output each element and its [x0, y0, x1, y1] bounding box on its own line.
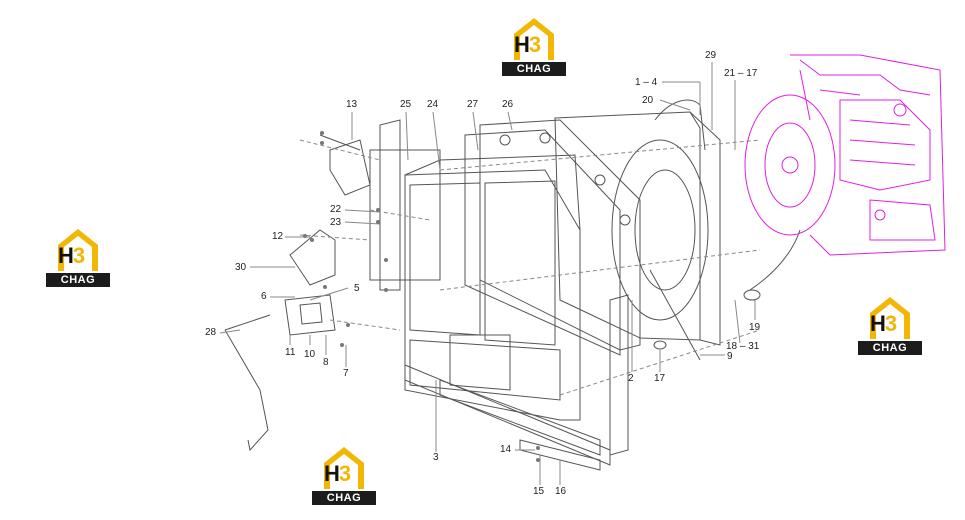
logo-text: CHAG	[502, 62, 566, 76]
brand-logo-left: H3 CHAG	[46, 225, 110, 287]
logo-text: CHAG	[312, 491, 376, 505]
logo-mark-h: H	[514, 32, 530, 57]
support-post	[609, 294, 629, 456]
base-rail	[404, 364, 611, 471]
logo-mark-3: 3	[528, 32, 541, 57]
callout-1-4: 1 – 4	[635, 77, 658, 88]
callout-8: 8	[323, 357, 329, 368]
callout-17: 17	[654, 373, 666, 384]
callout-30: 30	[235, 262, 247, 273]
seal-frame	[464, 129, 621, 356]
leader-lines	[219, 62, 756, 485]
callout-5: 5	[354, 283, 360, 294]
callout-7: 7	[343, 368, 349, 379]
mounting-bracket-30	[289, 229, 336, 286]
mounting-bracket-13	[319, 134, 371, 196]
callout-19: 19	[749, 322, 761, 333]
fan-shroud	[554, 111, 721, 346]
callout-16: 16	[555, 486, 567, 497]
callout-15: 15	[533, 486, 545, 497]
house-icon	[870, 297, 910, 339]
brand-logo-right: H3 CHAG	[858, 293, 922, 355]
logo-text: CHAG	[46, 273, 110, 287]
logo-mark-3: 3	[338, 461, 351, 486]
upper-hose	[654, 99, 706, 151]
callout-13: 13	[346, 99, 358, 110]
callout-14: 14	[500, 444, 512, 455]
callout-20: 20	[642, 95, 654, 106]
callout-24: 24	[427, 99, 439, 110]
callout-10: 10	[304, 349, 316, 360]
callout-2: 2	[628, 373, 634, 384]
logo-mark-h: H	[324, 461, 340, 486]
logo-text: CHAG	[858, 341, 922, 355]
bracket-assembly	[284, 294, 336, 336]
top-tank	[379, 119, 401, 291]
house-icon	[324, 447, 364, 489]
callout-23: 23	[330, 217, 342, 228]
bolts	[303, 131, 540, 462]
callout-3: 3	[433, 452, 439, 463]
callout-11: 11	[285, 347, 296, 358]
callout-25: 25	[400, 99, 412, 110]
callout-27: 27	[467, 99, 479, 110]
logo-mark-h: H	[58, 243, 74, 268]
callout-12: 12	[272, 231, 284, 242]
logo-mark-h: H	[870, 311, 886, 336]
callout-6: 6	[261, 291, 267, 302]
callout-18-31: 18 – 31	[726, 341, 760, 352]
callout-22: 22	[330, 204, 342, 215]
brand-logo-bottom: H3 CHAG	[312, 443, 376, 505]
lower-hose	[743, 229, 801, 301]
brand-logo-top: H3 CHAG	[502, 14, 566, 76]
house-icon	[514, 18, 554, 60]
side-plate	[369, 149, 441, 281]
callout-21-17: 21 – 17	[724, 68, 758, 79]
callout-28: 28	[205, 327, 217, 338]
logo-mark-3: 3	[72, 243, 85, 268]
logo-mark-3: 3	[884, 311, 897, 336]
engine-outline	[744, 54, 946, 256]
callout-9: 9	[727, 351, 733, 362]
gasket-frame	[479, 119, 641, 351]
callout-26: 26	[502, 99, 514, 110]
radiator-core	[404, 154, 581, 421]
drain-hose	[649, 269, 701, 361]
callout-29: 29	[705, 50, 717, 61]
support-rod	[224, 314, 271, 452]
house-icon	[58, 229, 98, 271]
